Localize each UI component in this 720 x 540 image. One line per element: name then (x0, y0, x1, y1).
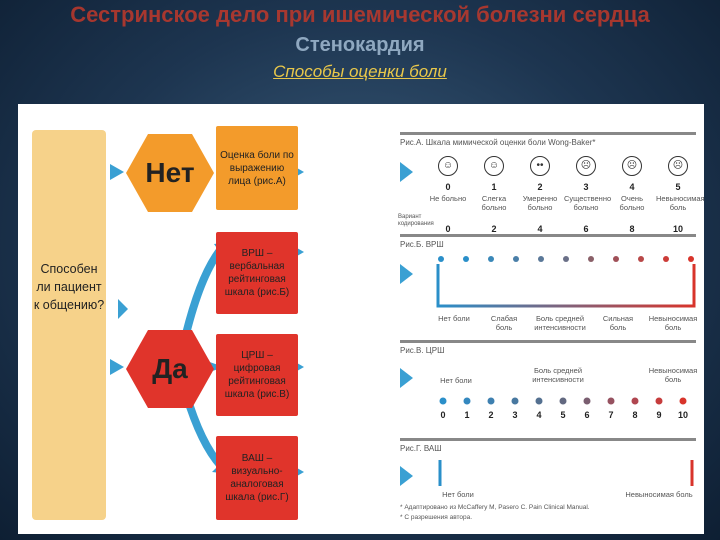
no-hexagon: Нет (126, 134, 214, 212)
page-title: Сестринское дело при ишемической болезни… (70, 2, 650, 27)
neutral-face-icon: •• (530, 156, 550, 176)
yes-hexagon: Да (126, 330, 214, 408)
smile-face-icon: ☺ (438, 156, 458, 176)
slight-smile-face-icon: ☺ (484, 156, 504, 176)
crying-face-icon: ☹ (668, 156, 688, 176)
separator-d (400, 438, 696, 441)
yes-label: Да (152, 353, 188, 384)
arrow-a-icon (400, 162, 413, 182)
scale-a-title: Рис.А. Шкала мимической оценки боли Wong… (400, 138, 596, 147)
vrs-scale-graphic (436, 264, 696, 308)
question-text: Способен ли пациент к общению? (33, 262, 105, 312)
nrs-numbers: 0 1 2 3 4 5 6 7 8 9 10 (440, 410, 688, 420)
arrow-c-icon (400, 368, 413, 388)
footnote-1: * Адаптировано из McCaffery M, Pasero C.… (400, 504, 590, 511)
question-box: Способен ли пациент к общению? (32, 130, 106, 520)
footnote-2: * С разрешения автора. (400, 514, 473, 521)
nrs-scale-line (439, 397, 694, 405)
scale-b-title: Рис.Б. ВРШ (400, 240, 444, 249)
scale-d-title: Рис.Г. ВАШ (400, 444, 442, 453)
no-label: Нет (145, 157, 195, 188)
face-row: ☺ ☺ •• ☹ ☹ ☹ 0 1 2 3 4 5 Не больно Слегк… (428, 156, 705, 246)
alt-coding-label: Вариант кодирования (398, 214, 434, 227)
vrs-dots (438, 256, 694, 264)
face-scale-box: Оценка боли по выражению лица (рис.А) (216, 126, 298, 210)
sad-face-icon: ☹ (622, 156, 642, 176)
scale-c-title: Рис.В. ЦРШ (400, 346, 445, 355)
separator-a (400, 132, 696, 135)
diagram-panel: Способен ли пациент к общению? Нет Да Оц… (18, 104, 705, 534)
separator-b (400, 234, 696, 237)
arrow-d-icon (400, 466, 413, 486)
page-subtitle: Стенокардия (295, 34, 425, 56)
nrs-box: ЦРШ – цифровая рейтинговая шкала (рис.В) (216, 334, 298, 416)
section-link[interactable]: Способы оценки боли (273, 62, 447, 81)
vrs-box: ВРШ – вербальная рейтинговая шкала (рис.… (216, 232, 298, 314)
separator-c (400, 340, 696, 343)
arrow-b-icon (400, 264, 413, 284)
frown-face-icon: ☹ (576, 156, 596, 176)
vas-scale-line (438, 460, 694, 486)
vas-box: ВАШ – визуально-аналоговая шкала (рис.Г) (216, 436, 298, 520)
